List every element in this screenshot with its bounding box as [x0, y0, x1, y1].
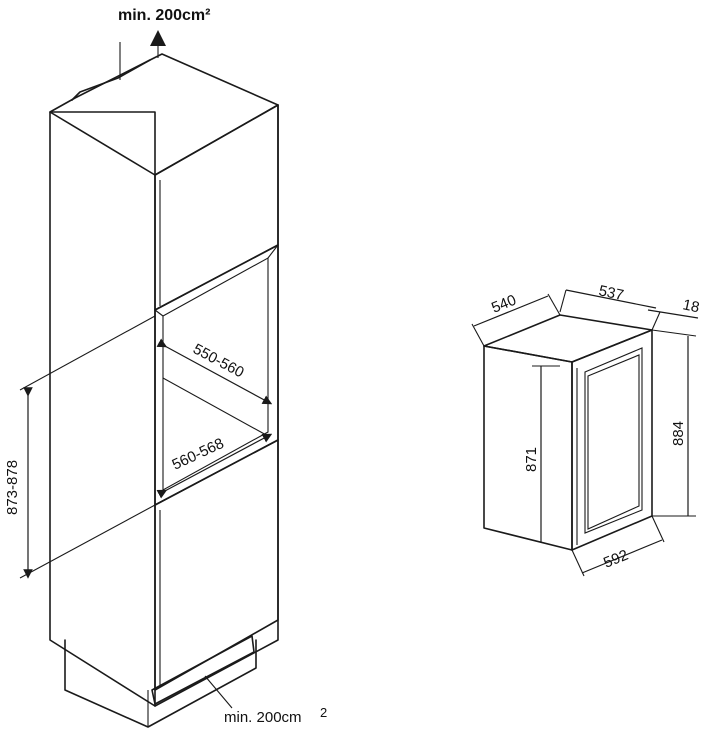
label-appliance-depth: 540	[489, 292, 519, 317]
bottom-vent-slot	[151, 635, 255, 705]
bottom-vent-callout: min. 200cm 2	[204, 675, 327, 726]
tall-cabinet	[49, 42, 279, 728]
top-vent-callout: min. 200cm²	[118, 7, 210, 58]
label-door-thickness: 18	[681, 296, 701, 316]
label-bottom-vent-sup: 2	[320, 705, 327, 720]
dim-appliance-body-depth: 537	[559, 282, 661, 331]
dim-niche-depth: 550-560	[156, 338, 273, 405]
dim-niche-height: 873-878	[4, 315, 156, 579]
label-appliance-total-height: 884	[670, 421, 687, 446]
appliance-door-glass	[584, 347, 643, 534]
cabinet-left-side	[49, 111, 156, 707]
label-bottom-vent: min. 200cm	[224, 709, 302, 726]
top-vent-arrow	[150, 30, 166, 46]
label-appliance-width: 592	[601, 547, 631, 572]
label-appliance-body-height: 871	[523, 447, 540, 472]
dim-door-thickness: 18	[647, 296, 701, 319]
dim-niche-width: 560-568	[156, 377, 273, 499]
dim-appliance-total-height: 884	[651, 329, 697, 517]
cabinet-front-edge	[154, 104, 279, 707]
appliance-door	[571, 329, 653, 551]
dim-appliance-depth: 540	[471, 292, 561, 347]
dim-appliance-width: 592	[571, 515, 665, 577]
upper-door	[154, 104, 279, 311]
label-appliance-body-depth: 537	[597, 282, 625, 304]
appliance	[483, 314, 653, 551]
top-vent-notch	[71, 59, 151, 101]
label-niche-width: 560-568	[170, 435, 227, 474]
label-niche-height: 873-878	[4, 460, 21, 515]
cabinet-top	[49, 53, 279, 176]
label-top-vent: min. 200cm²	[118, 7, 210, 24]
lower-door	[154, 439, 279, 691]
dim-appliance-body-height: 871	[523, 365, 560, 542]
